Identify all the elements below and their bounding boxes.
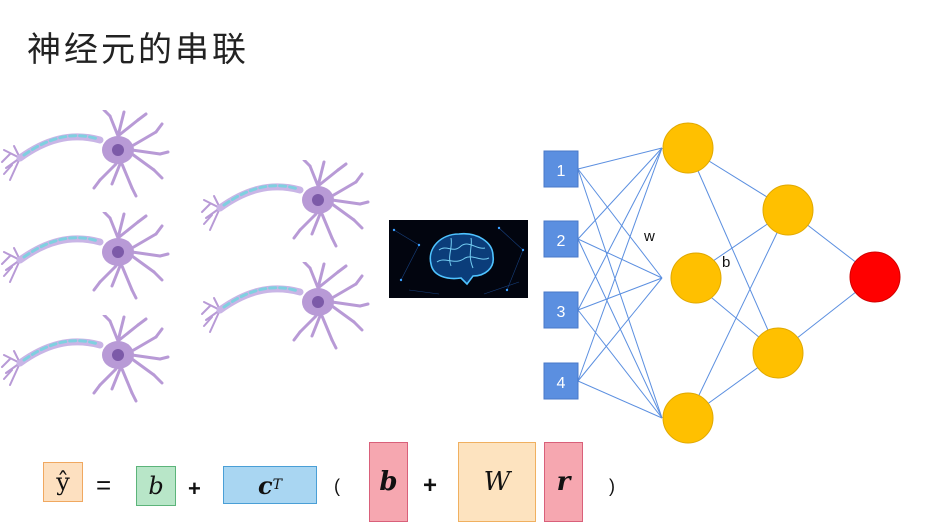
neural-network-diagram: 1 2 3 4 w b [543, 122, 901, 444]
b-symbol: b [148, 472, 164, 500]
open-paren: ( [334, 476, 340, 496]
input-nodes: 1 2 3 4 [543, 150, 579, 400]
bias-label: b [722, 254, 730, 271]
inner-b-box: b [369, 442, 408, 522]
input-node-label: 3 [557, 304, 566, 321]
neuron-illustration [0, 315, 170, 405]
input-node-label: 2 [557, 233, 566, 250]
hidden-node [752, 327, 804, 379]
b-term-box: b [136, 466, 176, 506]
transpose-superscript: T [272, 477, 282, 493]
input-node [543, 362, 579, 400]
output-node [849, 251, 901, 303]
w-symbol: W [483, 467, 511, 497]
plus-sign: + [188, 476, 201, 501]
slide-title: 神经元的串联 [27, 30, 249, 70]
hidden-node [662, 122, 714, 174]
hidden-layer-1 [662, 122, 722, 444]
hidden-node [662, 392, 714, 444]
r-symbol: r [556, 467, 571, 497]
input-node [543, 291, 579, 329]
c-symbol: c [258, 470, 273, 500]
hidden-node [762, 184, 814, 236]
plus-sign: + [423, 472, 438, 499]
neuron-illustration [0, 110, 170, 200]
equals-sign: = [96, 470, 112, 500]
neuron-illustration [200, 160, 370, 250]
input-node-label: 4 [557, 375, 566, 392]
brain-image [389, 220, 528, 298]
hidden-node [670, 252, 722, 304]
input-node [543, 150, 579, 188]
input-node [543, 220, 579, 258]
neuron-illustration [200, 262, 370, 352]
neuron-illustration [0, 212, 170, 302]
w-matrix-box: W [458, 442, 536, 522]
weight-label: w [643, 228, 655, 245]
close-paren: ) [609, 476, 615, 496]
input-node-label: 1 [557, 163, 566, 180]
hidden-layer-2 [752, 184, 814, 379]
inner-b-symbol: b [379, 467, 398, 497]
network-edges [577, 147, 876, 419]
r-vector-box: r [544, 442, 583, 522]
y-hat-symbol: ŷ [56, 468, 70, 496]
y-hat-box: ŷ [43, 462, 83, 502]
